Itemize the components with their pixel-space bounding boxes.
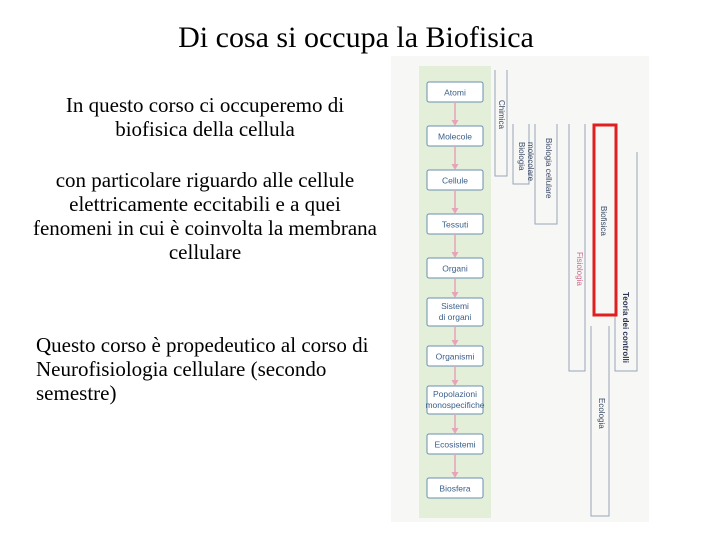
level-label: Popolazioni: [433, 389, 477, 399]
level-label: Ecosistemi: [434, 440, 475, 450]
level-label: Sistemi: [441, 301, 469, 311]
biologia-molecolare-label-1: Biologia: [517, 142, 526, 171]
biofisica-highlight: [592, 123, 618, 317]
level-label: Cellule: [442, 176, 468, 186]
focus-text: con particolare riguardo alle cellule el…: [32, 168, 378, 264]
level-label: Organi: [442, 264, 468, 274]
intro-text: In questo corso ci occuperemo di biofisi…: [65, 93, 345, 141]
course-note-text: Questo corso è propedeutico al corso di …: [36, 333, 369, 405]
biofisica-label: Biofisica: [599, 206, 608, 236]
level-label: Organismi: [436, 352, 475, 362]
level-arrow-head: [451, 252, 459, 258]
biologia-molecolare-bracket: [512, 124, 530, 185]
chimica-bracket: [494, 70, 508, 177]
level-arrow-head: [451, 120, 459, 126]
level-label-line2: monospecifiche: [425, 400, 484, 410]
fisiologia-label: Fisiologia: [575, 252, 584, 286]
biologia-cellulare-bracket: [534, 124, 558, 225]
level-arrow-head: [451, 208, 459, 214]
page-title: Di cosa si occupa la Biofisica: [178, 21, 534, 54]
ecologia-label: Ecologia: [597, 398, 606, 429]
level-label: Molecole: [438, 132, 472, 142]
level-label: Atomi: [444, 88, 466, 98]
ecologia-bracket: [590, 326, 610, 517]
level-arrow-head: [451, 428, 459, 434]
levels-group: AtomiMolecoleCelluleTessutiOrganiSistemi…: [425, 81, 485, 499]
level-label-line2: di organi: [439, 312, 472, 322]
chimica-label: Chimica: [497, 100, 506, 129]
level-label: Tessuti: [442, 220, 469, 230]
level-arrow-head: [451, 292, 459, 298]
level-label: Biosfera: [439, 484, 470, 494]
teoria-controlli-label: Teoria dei controlli: [621, 292, 630, 363]
diagram-svg: AtomiMolecoleCelluleTessutiOrganiSistemi…: [419, 66, 638, 518]
level-arrow-head: [451, 164, 459, 170]
level-arrow-head: [451, 340, 459, 346]
level-arrow-head: [451, 380, 459, 386]
biologia-molecolare-label-2: molecolare: [526, 142, 535, 182]
level-arrow-head: [451, 472, 459, 478]
biologia-cellulare-label: Biologia cellulare: [544, 138, 553, 199]
fisiologia-bracket: [568, 124, 586, 372]
